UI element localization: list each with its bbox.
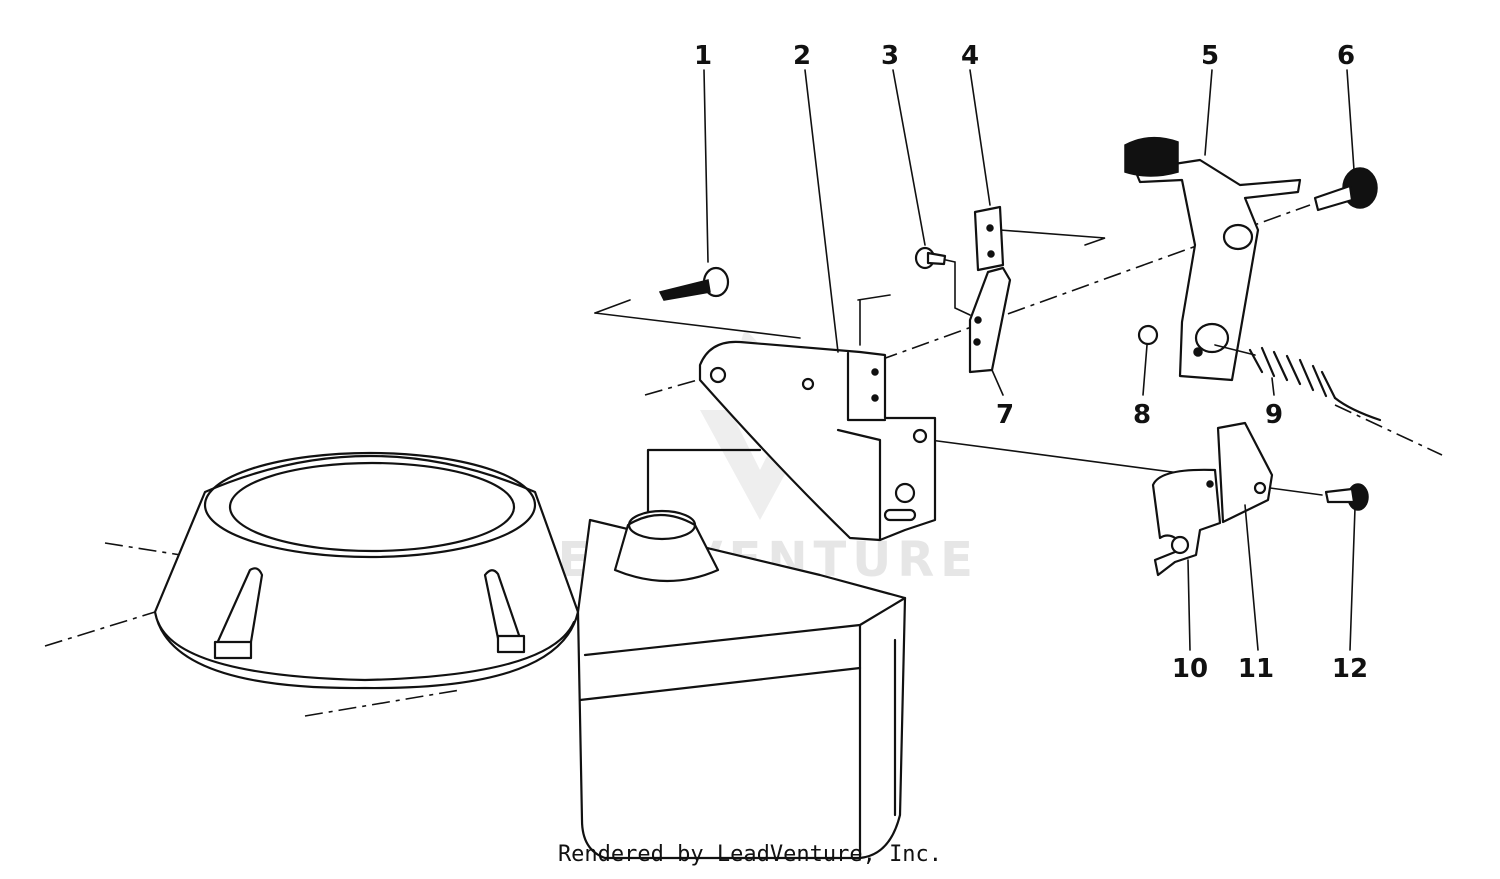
engine-fuel-tank bbox=[576, 374, 907, 860]
leader-lines bbox=[703, 69, 1356, 651]
callout-11: 11 bbox=[1238, 654, 1274, 684]
callout-2: 2 bbox=[793, 41, 811, 71]
callout-4: 4 bbox=[961, 41, 979, 71]
callout-12: 12 bbox=[1332, 654, 1368, 684]
part-10-plate bbox=[1151, 468, 1222, 577]
callout-9: 9 bbox=[1265, 400, 1283, 430]
part-12-screw bbox=[1269, 483, 1369, 511]
render-credit: Rendered by LeadVenture, Inc. bbox=[557, 842, 943, 867]
callout-1: 1 bbox=[694, 41, 712, 71]
part-6-screw bbox=[1313, 167, 1378, 212]
part-4-clip bbox=[973, 205, 1005, 272]
callout-5: 5 bbox=[1201, 41, 1219, 71]
part-1-bolt bbox=[658, 266, 730, 301]
part-2-control-bracket bbox=[698, 340, 937, 542]
engine-recoil-housing bbox=[44, 451, 580, 717]
callout-8: 8 bbox=[1133, 400, 1151, 430]
callout-7: 7 bbox=[996, 400, 1014, 430]
part-5-control-lever bbox=[1124, 136, 1302, 382]
callout-numbers: 1 2 3 4 5 6 7 8 9 10 11 12 bbox=[694, 41, 1368, 684]
callout-10: 10 bbox=[1172, 654, 1208, 684]
part-8-ball bbox=[1137, 324, 1159, 346]
part-7-link bbox=[968, 266, 1012, 374]
part-3-screw bbox=[914, 246, 971, 316]
part-9-spring-cable bbox=[1214, 344, 1382, 422]
callout-3: 3 bbox=[881, 41, 899, 71]
callout-6: 6 bbox=[1337, 41, 1355, 71]
